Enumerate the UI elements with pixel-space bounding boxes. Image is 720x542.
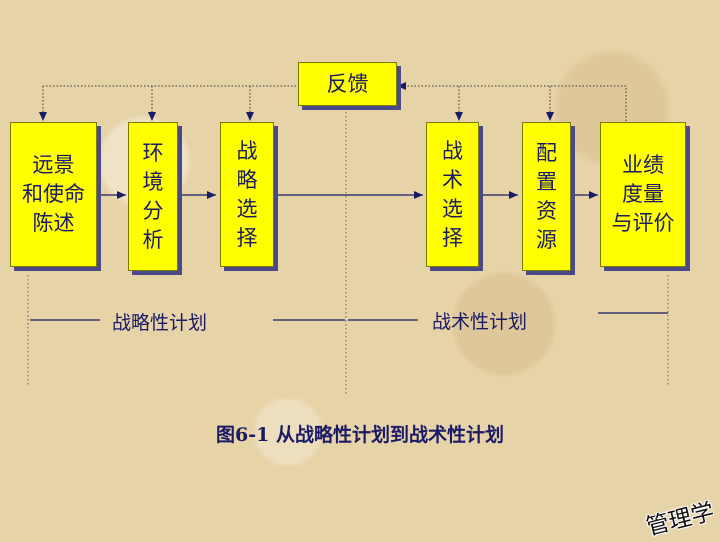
figure-caption: 图6-1 从战略性计划到战术性计划 <box>216 424 504 446</box>
box-tact-label: 战 术 选 择 <box>442 138 463 250</box>
box-env-label: 环 境 分 析 <box>142 140 164 252</box>
box-performance-evaluation: 业绩 度量 与评价 <box>600 122 686 267</box>
strategic-plan-label: 战略性计划 <box>112 312 208 334</box>
tactical-plan-label: 战术性计划 <box>432 311 528 333</box>
box-resource-allocation: 配 置 资 源 <box>522 122 571 271</box>
box-environment-analysis: 环 境 分 析 <box>128 122 178 271</box>
feedback-box: 反馈 <box>298 62 397 106</box>
box-vision: 远景 和使命 陈述 <box>10 122 97 267</box>
box-vision-label: 远景 和使命 陈述 <box>22 153 85 235</box>
box-alloc-label: 配 置 资 源 <box>536 140 557 252</box>
box-strategy-choice: 战 略 选 择 <box>220 122 274 267</box>
box-perf-label: 业绩 度量 与评价 <box>611 153 675 235</box>
box-tactics-choice: 战 术 选 择 <box>426 122 479 267</box>
feedback-label: 反馈 <box>326 71 369 96</box>
box-strat-label: 战 略 选 择 <box>236 138 258 250</box>
